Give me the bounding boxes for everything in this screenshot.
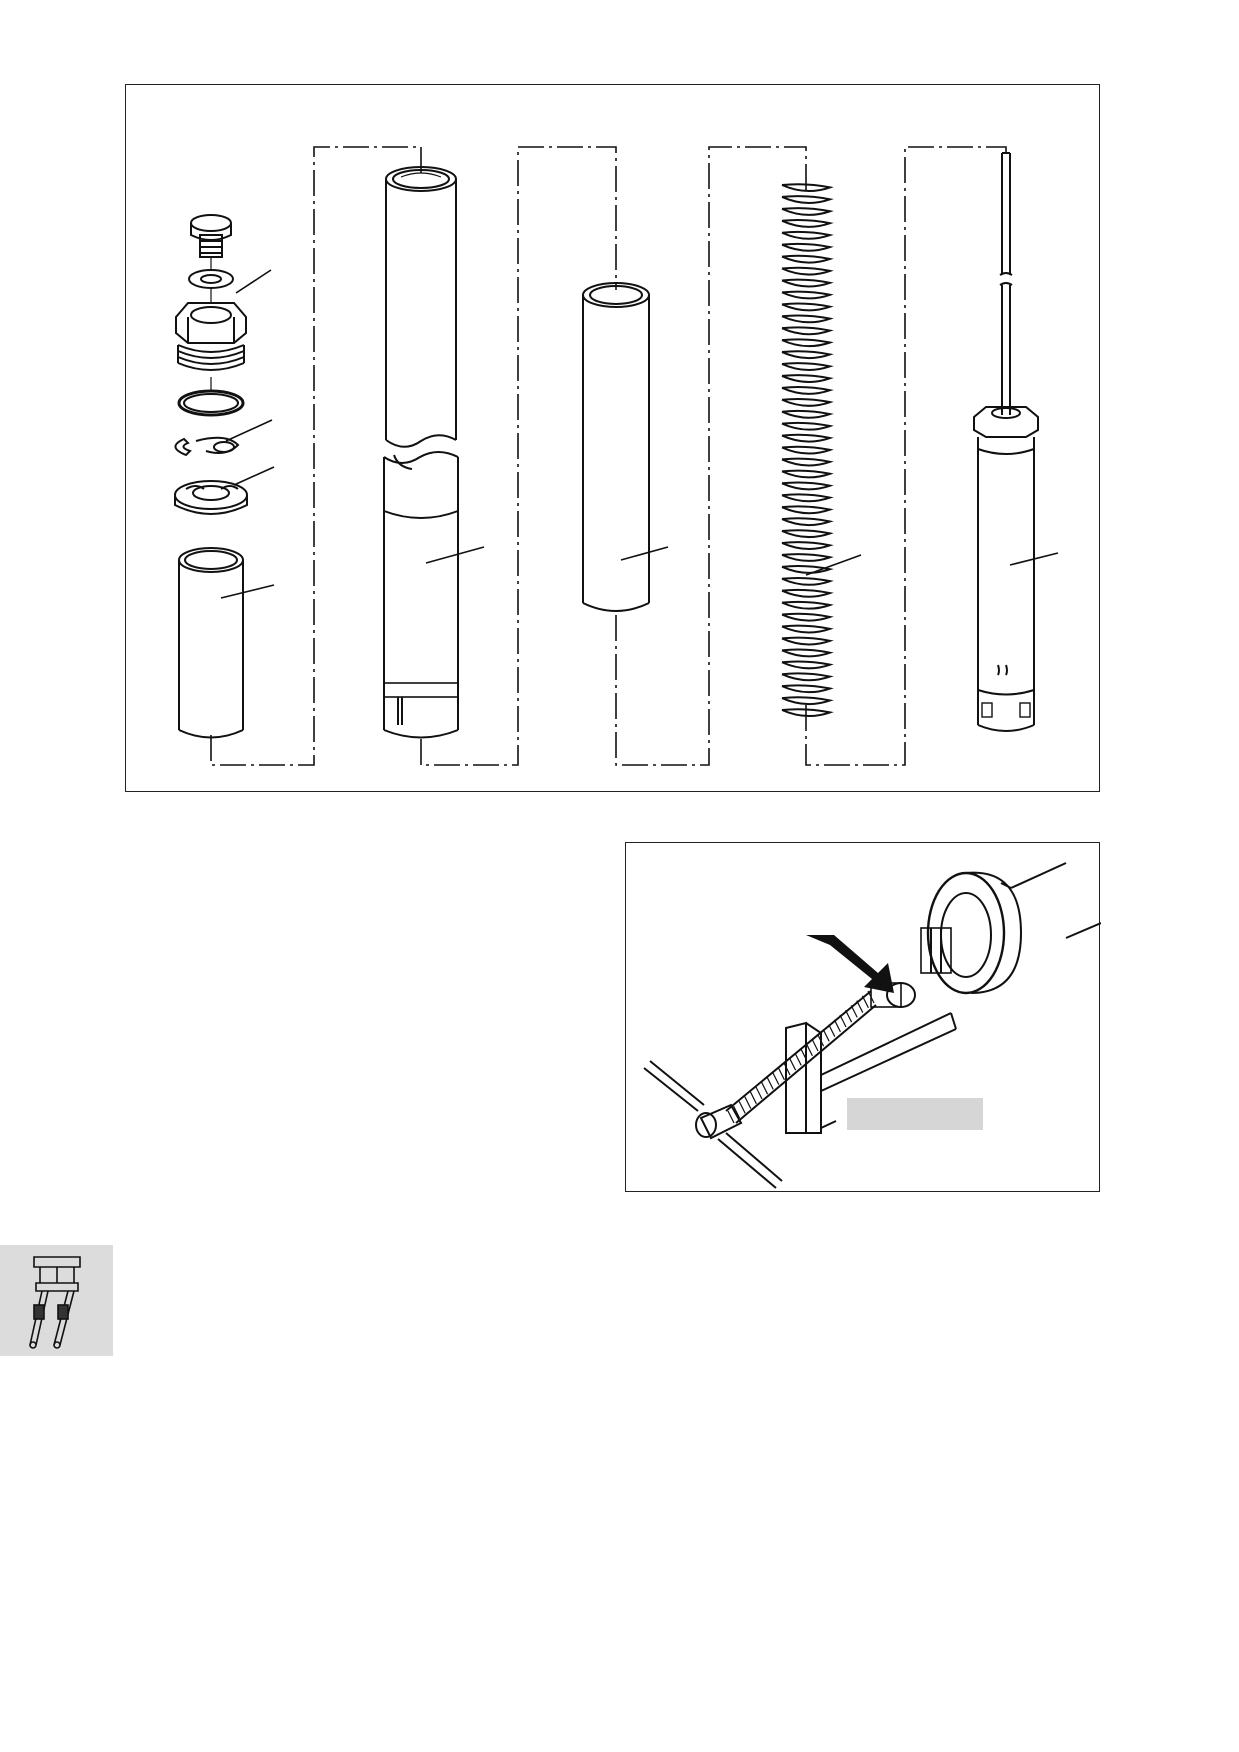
spring-coil [781,254,834,264]
spring-coil [781,433,834,443]
spring-coil [781,565,834,574]
spring-coil [781,397,834,407]
spring-coil [781,362,834,371]
tool-detail-drawing [643,862,1101,1189]
spring-coil [781,612,834,622]
pointer-arrow-icon [806,935,894,993]
spring-coil [781,374,834,383]
spring-coil [781,278,834,288]
spring-coil [781,219,834,228]
spring-coil [781,302,834,312]
spring-coil [781,708,834,717]
exploded-view-drawing [174,146,1059,766]
spring-coil [781,409,834,419]
spring-coil [781,624,834,634]
spring-coil [781,517,834,527]
spring-coil [781,183,834,192]
spring-coil [781,314,834,324]
spring-coil [781,481,834,491]
spring-coil [781,541,834,550]
spring-coil [781,505,834,515]
spring-coil [781,529,834,538]
spring-coil [781,600,834,610]
spring-coil [781,421,834,431]
spring-coil [781,242,834,252]
spring-coil [781,684,834,694]
spring-coil [781,290,834,300]
front-fork-icon [0,1245,113,1356]
spring-coil [781,696,834,706]
spring-coil [781,326,834,336]
spring-coil [781,576,834,586]
spring-coil [781,660,834,670]
damper-rod [973,152,1059,732]
spring-coil [781,648,834,658]
spring-coil [781,230,834,240]
spring-coil [781,386,834,395]
spring-coil [781,469,834,479]
fork-tube [383,166,485,739]
spring-coil [781,338,834,348]
spring-coil [781,207,834,216]
fork-spring [781,183,834,717]
spring-coil [781,457,834,467]
exploded-view-figure [125,84,1100,792]
spring-coil [781,266,834,276]
screw-thread [725,990,877,1124]
spring-coil [781,195,834,204]
spring-coil [781,636,834,646]
spring-coil [781,553,834,562]
cap-assembly [174,214,275,739]
connector-lines [210,146,1007,766]
spring-coil [781,350,834,360]
spring-coil [781,588,834,598]
spring-coil [781,445,834,455]
label-box [847,1098,983,1130]
tool-detail-figure [625,842,1101,1192]
spring-coil [781,493,834,503]
spring-coil [781,672,834,682]
spacer-tube [582,282,669,612]
